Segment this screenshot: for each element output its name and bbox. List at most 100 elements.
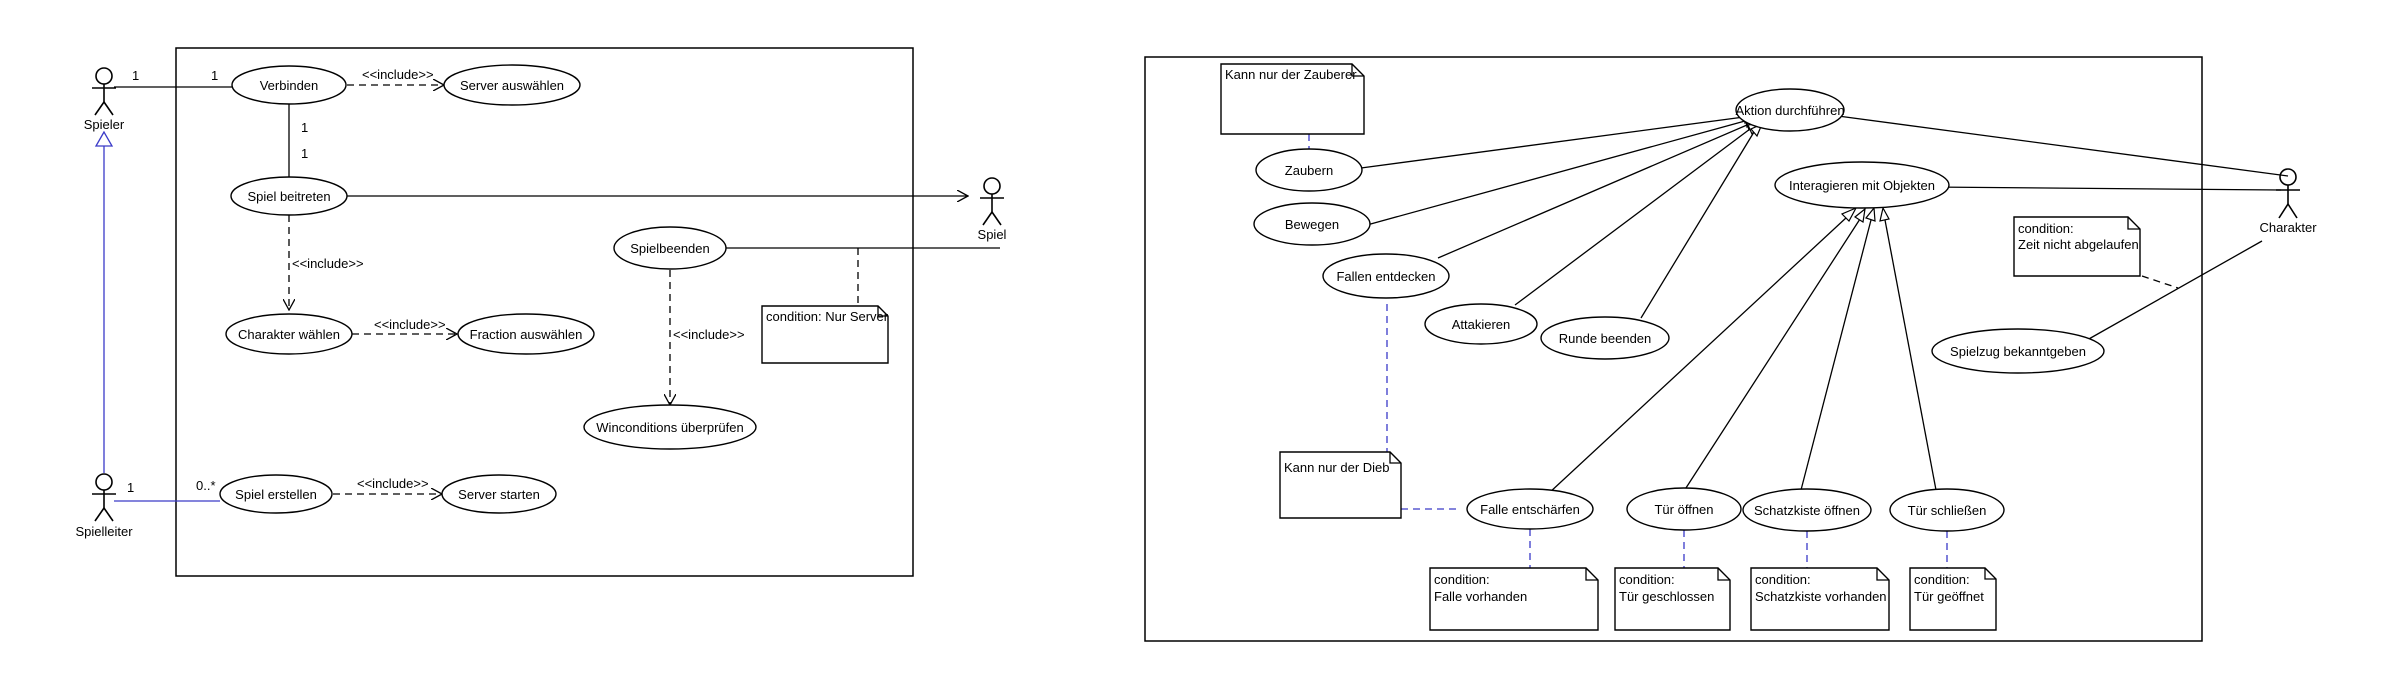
generalization-arrowhead	[94, 130, 114, 147]
usecase-aktion-durchfuehren[interactable]: Aktion durchführen	[1735, 88, 1845, 132]
note-anchor-zeit	[2141, 275, 2179, 289]
usecase-interagieren[interactable]: Interagieren mit Objekten	[1774, 161, 1950, 209]
stereotype-include: <<include>>	[673, 327, 745, 342]
usecase-tuer-oeffnen[interactable]: Tür öffnen	[1626, 487, 1742, 531]
right-diagram: Aktion durchführen Zaubern Bewegen Falle…	[1144, 56, 2317, 642]
actor-label: Charakter	[2259, 220, 2317, 235]
generalization-falle-entschaerfen	[1534, 216, 1848, 507]
arrowhead	[1864, 206, 1876, 222]
system-boundary-right	[1144, 56, 2203, 642]
usecase-label: Falle entschärfen	[1480, 502, 1580, 517]
note-zauberer: Kann nur der Zauberer	[1220, 63, 1365, 135]
usecase-label: Tür öffnen	[1654, 502, 1713, 517]
usecase-spielbeenden[interactable]: Spielbeenden	[613, 226, 727, 270]
stereotype-include: <<include>>	[292, 256, 364, 271]
note-tuer-geoeffnet: condition: Tür geöffnet	[1909, 567, 1997, 631]
usecase-zaubern[interactable]: Zaubern	[1255, 148, 1363, 192]
multiplicity: 1	[301, 146, 308, 161]
arrowhead	[1840, 206, 1858, 222]
usecase-label: Fraction auswählen	[470, 327, 583, 342]
usecase-server-auswaehlen[interactable]: Server auswählen	[443, 64, 581, 106]
usecase-fraction-auswaehlen[interactable]: Fraction auswählen	[457, 313, 595, 355]
note-dieb: Kann nur der Dieb	[1279, 451, 1402, 519]
usecase-spiel-erstellen[interactable]: Spiel erstellen	[219, 474, 333, 514]
usecase-label: Verbinden	[260, 78, 319, 93]
usecase-tuer-schliessen[interactable]: Tür schließen	[1889, 488, 2005, 532]
note-text: Zeit nicht abgelaufen	[2018, 237, 2139, 252]
actor-spielleiter[interactable]: Spielleiter	[75, 473, 133, 539]
usecase-verbinden[interactable]: Verbinden	[231, 65, 347, 105]
multiplicity: 1	[211, 68, 218, 83]
usecase-label: Winconditions überprüfen	[596, 420, 743, 435]
note-text: Schatzkiste vorhanden	[1755, 589, 1887, 604]
actor-label: Spielleiter	[75, 524, 133, 539]
usecase-label: Spiel beitreten	[247, 189, 330, 204]
note-text: condition:	[1619, 572, 1675, 587]
left-diagram: <<include>> <<include>> <<include>> <<in…	[75, 47, 1007, 577]
note-text: Falle vorhanden	[1434, 589, 1527, 604]
note-tuer-geschlossen: condition: Tür geschlossen	[1614, 567, 1731, 631]
usecase-label: Spielbeenden	[630, 241, 710, 256]
assoc-charakter-aktion	[1837, 115, 2289, 177]
generalization-fallen-entdecken	[1437, 124, 1748, 259]
usecase-bewegen[interactable]: Bewegen	[1253, 202, 1371, 246]
multiplicity: 1	[127, 480, 134, 495]
usecase-label: Charakter wählen	[238, 327, 340, 342]
generalization-zaubern	[1360, 116, 1745, 169]
note-text: Tür geöffnet	[1914, 589, 1984, 604]
usecase-fallen-entdecken[interactable]: Fallen entdecken	[1322, 253, 1450, 299]
usecase-runde-beenden[interactable]: Runde beenden	[1540, 316, 1670, 360]
stereotype-include: <<include>>	[374, 317, 446, 332]
usecase-label: Server auswählen	[460, 78, 564, 93]
actor-spieler[interactable]: Spieler	[84, 67, 125, 132]
usecase-spiel-beitreten[interactable]: Spiel beitreten	[230, 176, 348, 216]
usecase-label: Interagieren mit Objekten	[1789, 178, 1935, 193]
note-text: Kann nur der Dieb	[1284, 460, 1390, 475]
generalization-runde-beenden	[1640, 131, 1755, 319]
generalization-attakieren	[1514, 128, 1751, 306]
stereotype-include: <<include>>	[362, 67, 434, 82]
generalization-schatzkiste-oeffnen	[1800, 219, 1872, 491]
usecase-label: Fallen entdecken	[1336, 269, 1435, 284]
note-nur-server: condition: Nur Server	[761, 305, 889, 364]
usecase-label: Bewegen	[1285, 217, 1339, 232]
usecase-label: Schatzkiste öffnen	[1754, 503, 1860, 518]
stereotype-include: <<include>>	[357, 476, 429, 491]
note-text: Tür geschlossen	[1619, 589, 1714, 604]
assoc-charakter-interagieren	[1927, 186, 2282, 191]
note-text: condition:	[1755, 572, 1811, 587]
multiplicity: 0..*	[196, 478, 216, 493]
note-text: condition:	[1914, 572, 1970, 587]
usecase-label: Server starten	[458, 487, 540, 502]
arrowhead	[1853, 207, 1866, 223]
usecase-charakter-waehlen[interactable]: Charakter wählen	[225, 313, 353, 355]
note-zeit-nicht-abgelaufen: condition: Zeit nicht abgelaufen	[2013, 216, 2141, 277]
actor-label: Spiel	[978, 227, 1007, 242]
note-falle-vorhanden: condition: Falle vorhanden	[1429, 567, 1599, 631]
usecase-label: Spielzug bekanntgeben	[1950, 344, 2086, 359]
note-text: condition:	[1434, 572, 1490, 587]
usecase-attakieren[interactable]: Attakieren	[1424, 303, 1538, 345]
system-boundary-left	[175, 47, 914, 577]
actor-charakter[interactable]: Charakter	[2259, 168, 2317, 235]
actor-label: Spieler	[84, 117, 125, 132]
note-schatzkiste-vorhanden: condition: Schatzkiste vorhanden	[1750, 567, 1890, 631]
usecase-spielzug-bekanntgeben[interactable]: Spielzug bekanntgeben	[1931, 328, 2105, 374]
usecase-label: Zaubern	[1285, 163, 1333, 178]
multiplicity: 1	[132, 68, 139, 83]
usecase-schatzkiste-oeffnen[interactable]: Schatzkiste öffnen	[1742, 488, 1872, 532]
arrowhead	[1879, 206, 1890, 222]
usecase-label: Attakieren	[1452, 317, 1511, 332]
generalization-tuer-schliessen	[1884, 219, 1937, 491]
note-text: condition: Nur Server	[766, 309, 889, 324]
usecase-label: Tür schließen	[1908, 503, 1987, 518]
generalization-tuer-oeffnen	[1683, 218, 1861, 492]
generalization-bewegen	[1366, 120, 1746, 226]
usecase-server-starten[interactable]: Server starten	[441, 474, 557, 514]
usecase-winconditions[interactable]: Winconditions überprüfen	[583, 404, 757, 450]
multiplicity: 1	[301, 120, 308, 135]
assoc-charakter-spielzug	[2079, 240, 2263, 345]
usecase-label: Aktion durchführen	[1735, 103, 1844, 118]
usecase-falle-entschaerfen[interactable]: Falle entschärfen	[1466, 488, 1594, 530]
actor-spiel[interactable]: Spiel	[978, 177, 1007, 242]
